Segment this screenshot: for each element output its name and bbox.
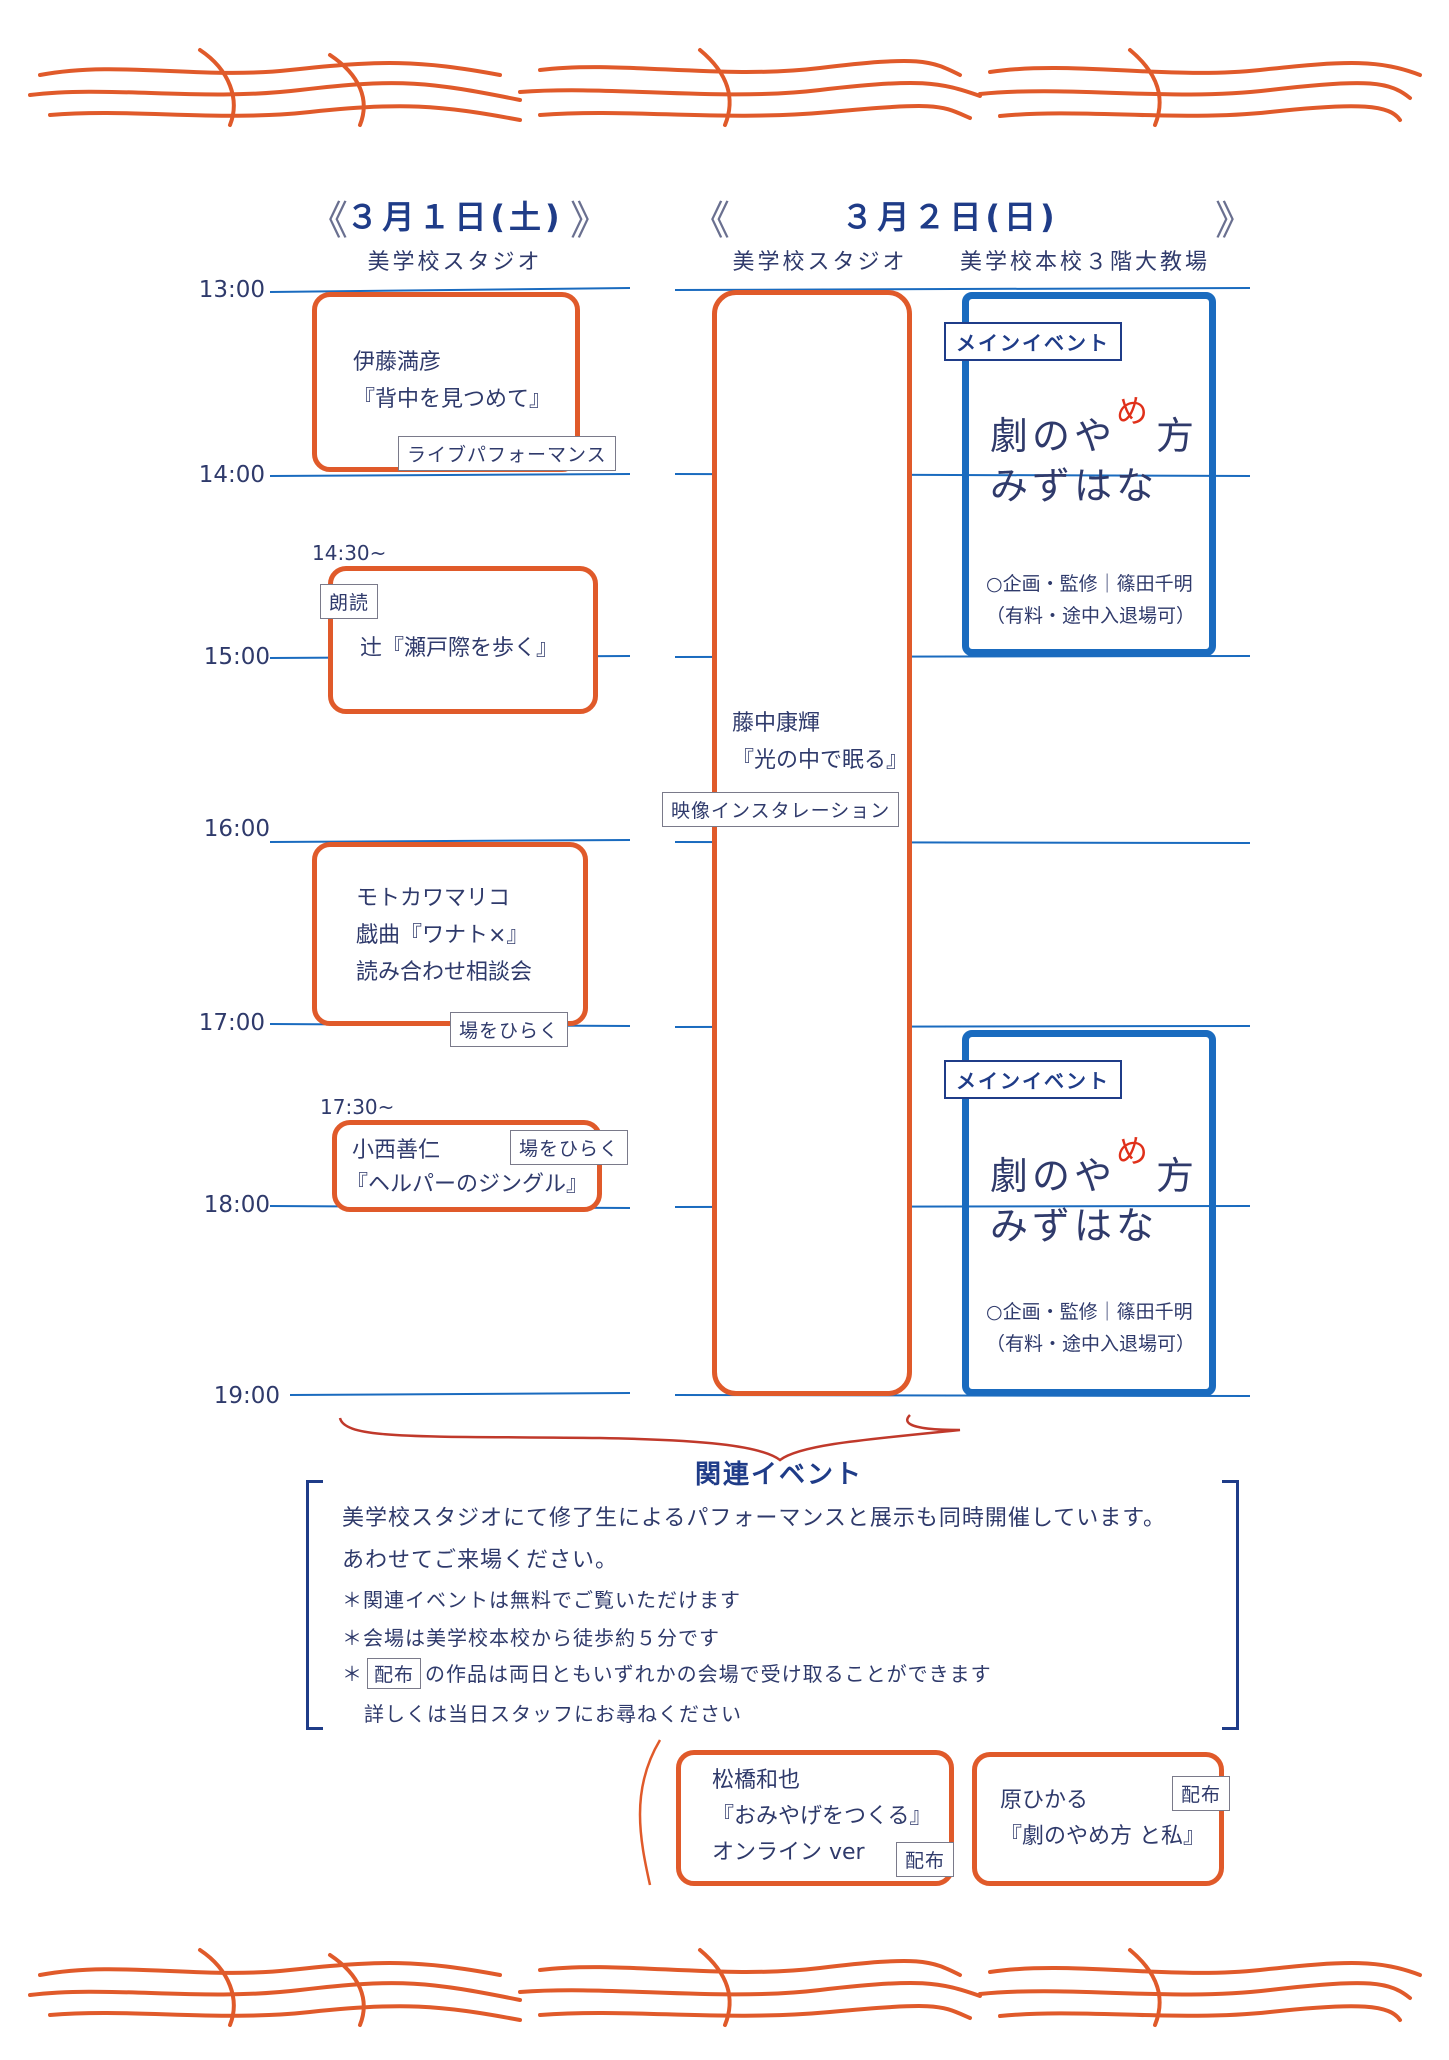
tag-live-performance: ライブパフォーマンス <box>398 436 616 471</box>
tag-open-space-1: 場をひらく <box>450 1012 569 1047</box>
event-konishi-line1: 小西善仁 <box>352 1138 441 1163</box>
time-18: 18:00 <box>203 1192 270 1218</box>
related-note1: ＊関連イベントは無料でご覧いただけます <box>342 1588 741 1612</box>
tag-video-installation: 映像インスタレーション <box>662 792 900 827</box>
related-note2: ＊会場は美学校本校から徒歩約５分です <box>342 1626 720 1650</box>
bracket-right-day2: 》 <box>1215 198 1255 244</box>
bottom-wave-decoration <box>28 1948 1422 2027</box>
time-13: 13:00 <box>198 277 265 303</box>
main-event-me-2: め <box>1116 1132 1149 1170</box>
event-konishi-line2: 『ヘルパーのジングル』 <box>346 1172 589 1197</box>
event-ito-line2: 『背中を見つめて』 <box>353 387 552 412</box>
day2-venue-main: 美学校本校３階大教場 <box>959 250 1210 275</box>
time-15: 15:00 <box>203 644 270 670</box>
event-motokawa-line2: 戯曲『ワナト×』 <box>356 923 529 948</box>
bracket-left-day1: 《 <box>308 198 348 244</box>
main-event-box-1 <box>962 292 1216 656</box>
top-wave-decoration <box>28 48 1422 127</box>
main-event-tag-2: メインイベント <box>944 1060 1122 1099</box>
dist-hara-line1: 原ひかる <box>1000 1788 1089 1813</box>
main-event-box-2 <box>962 1030 1216 1396</box>
main-event-title2-1: みずはな <box>990 464 1159 508</box>
dist-matsuhashi-line1: 松橋和也 <box>712 1768 801 1793</box>
tag-open-space-2: 場をひらく <box>510 1130 629 1165</box>
main-event-title2-2: みずはな <box>990 1204 1159 1248</box>
event-box-fujinaka <box>712 290 912 1396</box>
dist-hara-line2: 『劇のやめ方 と私』 <box>1000 1824 1205 1849</box>
time-17: 17:00 <box>198 1010 265 1036</box>
inline-distribution-tag: 配布 <box>367 1658 422 1689</box>
main-event-tag-1: メインイベント <box>944 322 1122 361</box>
dist-matsuhashi-line2: 『おみやげをつくる』 <box>712 1804 932 1829</box>
day2-date: ３月２日(日) <box>841 198 1059 236</box>
event-motokawa-line1: モトカワマリコ <box>356 886 511 911</box>
main-event-me-1: め <box>1116 392 1149 430</box>
event-fujinaka-line2: 『光の中で眠る』 <box>732 748 909 773</box>
event-ito-line1: 伊藤満彦 <box>353 350 442 375</box>
related-note4: 詳しくは当日スタッフにお尋ねください <box>364 1702 742 1726</box>
main-event-note-1: （有料・途中入退場可） <box>986 605 1196 627</box>
day1-venue: 美学校スタジオ <box>367 250 543 275</box>
related-bracket-right <box>1222 1480 1239 1730</box>
tag-reading: 朗読 <box>320 584 379 619</box>
bracket-left-day2: 《 <box>690 198 730 244</box>
main-event-title1-1: 劇のや方 <box>990 414 1199 458</box>
related-note3: ＊配布の作品は両日ともいずれかの会場で受け取ることができます <box>342 1658 992 1689</box>
main-event-title1-2: 劇のや方 <box>990 1154 1199 1198</box>
time-14: 14:00 <box>198 462 265 488</box>
time-19: 19:00 <box>213 1383 280 1409</box>
tag-distribution-1: 配布 <box>896 1842 955 1877</box>
related-line1: 美学校スタジオにて修了生によるパフォーマンスと展示も同時開催しています。 <box>342 1506 1167 1531</box>
related-line2: あわせてご来場ください。 <box>342 1548 619 1573</box>
dist-matsuhashi-line3: オンライン ver <box>712 1840 865 1865</box>
tag-distribution-2: 配布 <box>1172 1776 1231 1811</box>
main-event-credit-2: ○企画・監修｜篠田千明 <box>986 1301 1193 1323</box>
main-event-note-2: （有料・途中入退場可） <box>986 1333 1196 1355</box>
event-fujinaka-line1: 藤中康輝 <box>732 711 821 736</box>
bracket-right-day1: 》 <box>570 198 610 244</box>
related-events-title: 関連イベント <box>695 1460 864 1490</box>
main-event-credit-1: ○企画・監修｜篠田千明 <box>986 573 1193 595</box>
related-bracket-left <box>306 1480 323 1730</box>
dist-box-hara <box>972 1752 1224 1886</box>
subtime-1730: 17:30~ <box>320 1095 395 1119</box>
event-motokawa-line3: 読み合わせ相談会 <box>356 960 533 985</box>
event-tsuji-line1: 辻『瀬戸際を歩く』 <box>360 636 559 661</box>
time-16: 16:00 <box>203 816 270 842</box>
day1-date: ３月１日(土) <box>346 198 564 236</box>
day2-venue-studio: 美学校スタジオ <box>732 250 908 275</box>
subtime-1430: 14:30~ <box>312 541 387 565</box>
